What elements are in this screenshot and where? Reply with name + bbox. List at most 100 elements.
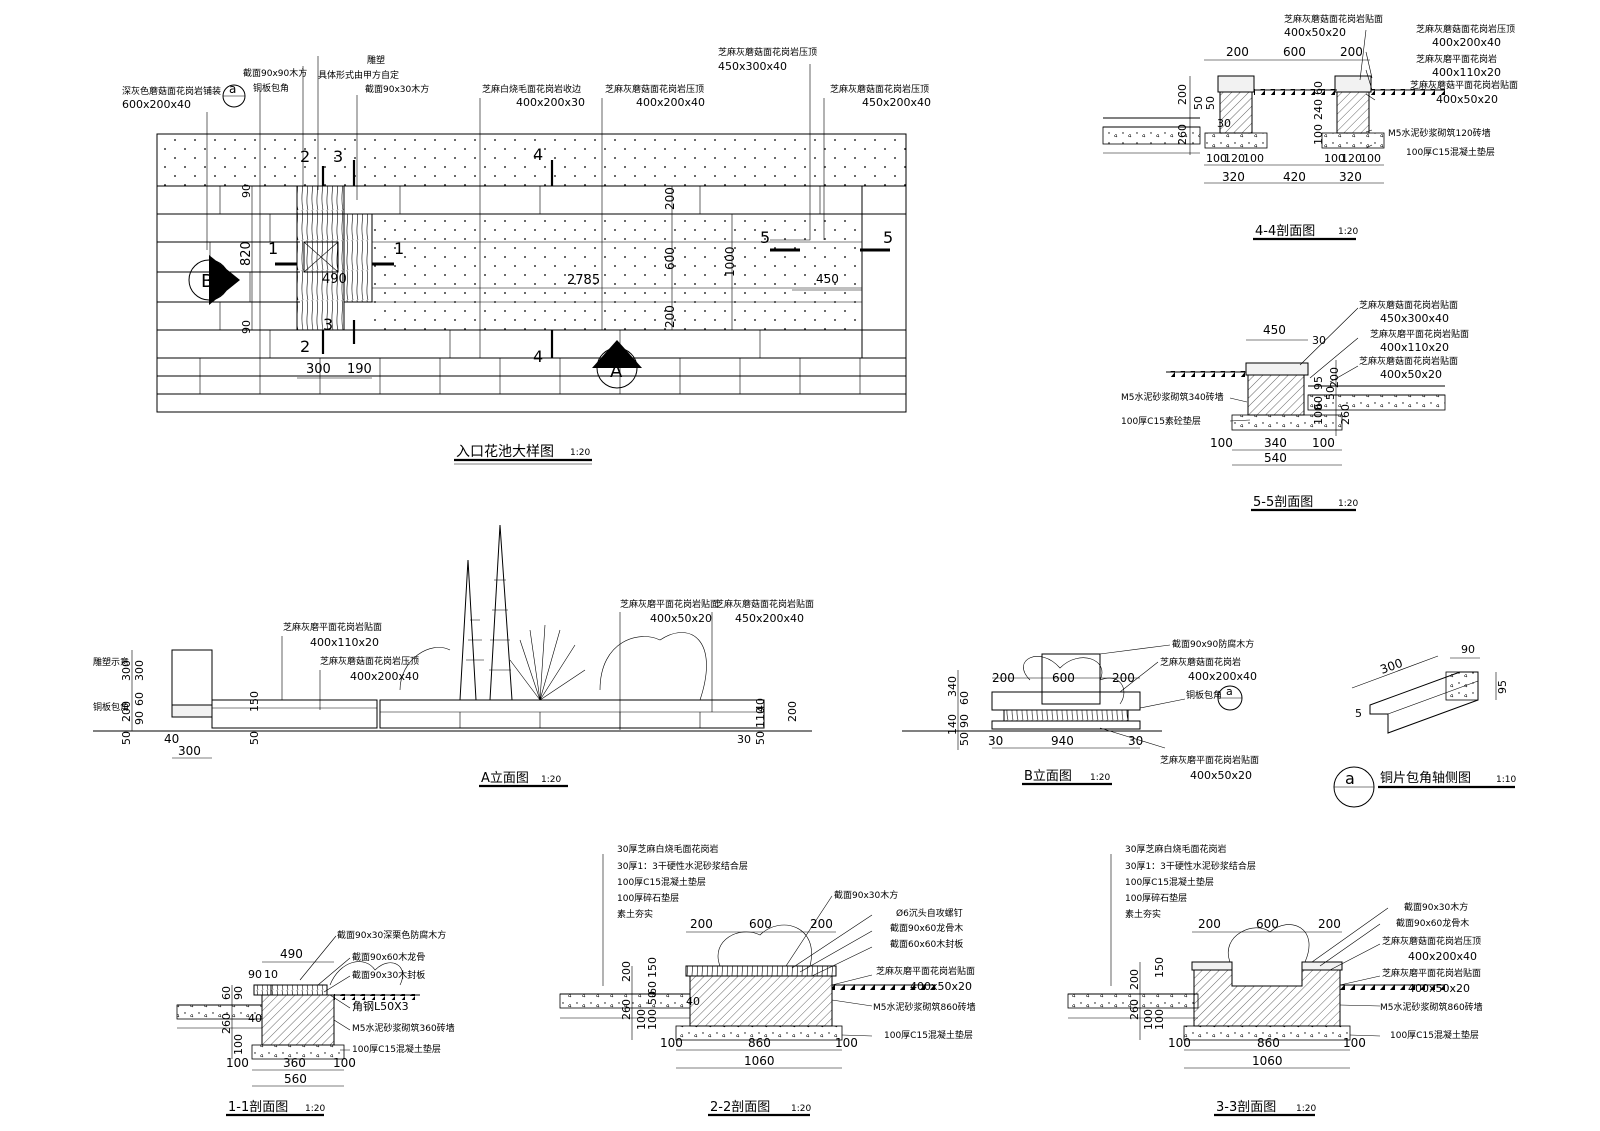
note-cap2: 芝麻灰蘑菇面花岗岩压顶	[718, 46, 817, 58]
dim-190: 190	[347, 362, 372, 377]
s22-note-2: Ø6沉头自攻螺钉	[896, 907, 963, 919]
elevA-dim-v50c: 50	[754, 731, 767, 745]
s44-dim-b100: 100	[1206, 152, 1227, 165]
elevB-dim-b940: 940	[1051, 734, 1074, 748]
dim-90a: 90	[240, 184, 253, 198]
s44-dim-200a: 200	[1226, 45, 1249, 59]
s33-dim-b100: 100	[1168, 1036, 1191, 1050]
s22-dim-b100b: 100	[835, 1036, 858, 1050]
plan-title: 入口花池大样图	[456, 444, 554, 460]
s33-note-5: M5水泥砂浆砌筑860砖墙	[1380, 1001, 1483, 1013]
s44-dim-c420: 420	[1283, 170, 1306, 184]
s22-title: 2-2剖面图	[710, 1100, 770, 1115]
s22-dim-v150: 150	[646, 957, 659, 978]
elevA-note-1-size: 400x110x20	[310, 636, 379, 649]
s44-dim-600: 600	[1283, 45, 1306, 59]
s44-dim-c320b: 320	[1339, 170, 1362, 184]
plan-scale: 1:20	[570, 448, 590, 458]
s44-scale: 1:20	[1338, 227, 1358, 237]
s22-dim-v40: 40	[686, 995, 700, 1008]
s55-dim-30: 30	[1312, 334, 1326, 347]
s33-scale: 1:20	[1296, 1104, 1316, 1114]
elevA-dim-v200: 200	[120, 701, 133, 722]
copper-dim-95: 95	[1496, 680, 1509, 694]
section-mark-1-left: 1	[268, 239, 278, 258]
elevA-dim-v30: 30	[737, 733, 751, 746]
s55-dim-c540: 540	[1264, 451, 1287, 465]
elevA-note-copper: 铜板包角	[93, 701, 129, 713]
s55-dim-v50: 50	[1324, 386, 1337, 400]
elevation-mark-A-label: A	[610, 361, 623, 382]
s33-dim-t200b: 200	[1318, 917, 1341, 931]
s11-dim-v260: 260	[220, 1013, 233, 1034]
s22-dim-v60: 60	[646, 981, 659, 995]
s44-dim-200b: 200	[1340, 45, 1363, 59]
note-wood30: 截面90x30木方	[365, 83, 429, 95]
s44-note-1: 芝麻灰蘑菇面花岗岩贴面	[1284, 13, 1383, 25]
s11-dim-v90: 90	[232, 986, 245, 1000]
s33-dim-t600: 600	[1256, 917, 1279, 931]
s55-note-2-size: 400x110x20	[1380, 341, 1449, 354]
s44-dim-b120: 120	[1224, 152, 1245, 165]
s44-note-4-size: 400x50x20	[1436, 93, 1498, 106]
elevA-dim-v60: 60	[133, 692, 146, 706]
sculpture-outline	[171, 649, 213, 706]
section-mark-4-bottom: 4	[533, 347, 543, 366]
section-mark-2-bottom: 2	[300, 337, 310, 356]
elevB-dim-v60: 60	[958, 691, 971, 705]
elevA-dim-v300: 300	[120, 660, 133, 681]
elevA-note-2-size: 400x200x40	[350, 670, 419, 683]
s55-note-3: 芝麻灰蘑菇面花岗岩贴面	[1359, 355, 1458, 367]
s22-dim-b860: 860	[748, 1036, 771, 1050]
s11-note-5: M5水泥砂浆砌筑360砖墙	[352, 1022, 455, 1034]
elevB-dim-v50: 50	[958, 732, 971, 746]
dim-1000: 1000	[723, 246, 737, 277]
elevation-mark-B-label: B	[201, 271, 213, 292]
s22-dim-b100: 100	[660, 1036, 683, 1050]
elevA-dim-v40: 40	[754, 698, 767, 712]
section-mark-2-top: 2	[300, 147, 310, 166]
s55-title: 5-5剖面图	[1253, 495, 1313, 510]
note-edge-size: 400x200x30	[516, 96, 585, 109]
s33-layer-1: 30厚芝麻白烧毛面花岗岩	[1125, 843, 1226, 855]
dim-450: 450	[816, 272, 839, 286]
note-cap3: 芝麻灰蘑菇面花岗岩压顶	[830, 83, 929, 95]
elevA-dim-v90: 90	[133, 711, 146, 725]
section-2-2: 200 600 200 200 150 60 50 260 100 100 40…	[559, 843, 976, 1117]
s55-dim-v60: 60	[1312, 396, 1325, 410]
s55-dim-v100: 100	[1312, 404, 1325, 425]
elevA-dim-300: 300	[178, 744, 201, 758]
s22-dim-c1060: 1060	[744, 1054, 775, 1068]
s55-dim-v260: 260	[1339, 404, 1352, 425]
s44-dim-v260: 260	[1176, 124, 1189, 145]
s33-layer-5: 素土夯实	[1125, 908, 1161, 920]
s55-dim-v200: 200	[1328, 367, 1341, 388]
copper-dim-5: 5	[1355, 707, 1362, 720]
elevA-dim-r200: 200	[786, 701, 799, 722]
dim-200a: 200	[663, 187, 677, 210]
elevA-title: A立面图	[481, 771, 529, 786]
section-4-4: 200 600 200 200 50 50 260 30 100 240 60 …	[1102, 13, 1518, 241]
elevB-dim-b30: 30	[988, 734, 1003, 748]
elevation-A: 300 300 60 90 200 50 40 300 150 50 40 11…	[93, 524, 814, 788]
s33-dim-v100: 100	[1142, 1009, 1155, 1030]
elevA-dim-v50b: 50	[248, 731, 261, 745]
wall-3-3	[1193, 965, 1341, 1027]
s33-layer-2: 30厚1：3干硬性水泥砂浆结合层	[1125, 860, 1256, 872]
section-1-1: 490 90 10 60 90 260 100 40 100 360 100 5…	[176, 929, 455, 1117]
s22-scale: 1:20	[791, 1104, 811, 1114]
s44-dim-c320: 320	[1222, 170, 1245, 184]
s44-dim-v50: 50	[1192, 96, 1205, 110]
s44-note-3: 芝麻灰磨平面花岗岩	[1416, 53, 1497, 65]
elevB-dim-t200: 200	[992, 671, 1015, 685]
s33-note-4: 芝麻灰磨平面花岗岩贴面	[1382, 967, 1481, 979]
elevB-note-4: 芝麻灰磨平面花岗岩贴面	[1160, 754, 1259, 766]
s22-layer-1: 30厚芝麻白烧毛面花岗岩	[617, 843, 718, 855]
s55-dim-b100b: 100	[1312, 436, 1335, 450]
note-copper: 铜板包角	[253, 82, 289, 94]
s22-dim-v100: 100	[635, 1009, 648, 1030]
s11-dim-c560: 560	[284, 1072, 307, 1086]
note-cap2-size: 450x300x40	[718, 60, 787, 73]
section-mark-1-right: 1	[394, 239, 404, 258]
